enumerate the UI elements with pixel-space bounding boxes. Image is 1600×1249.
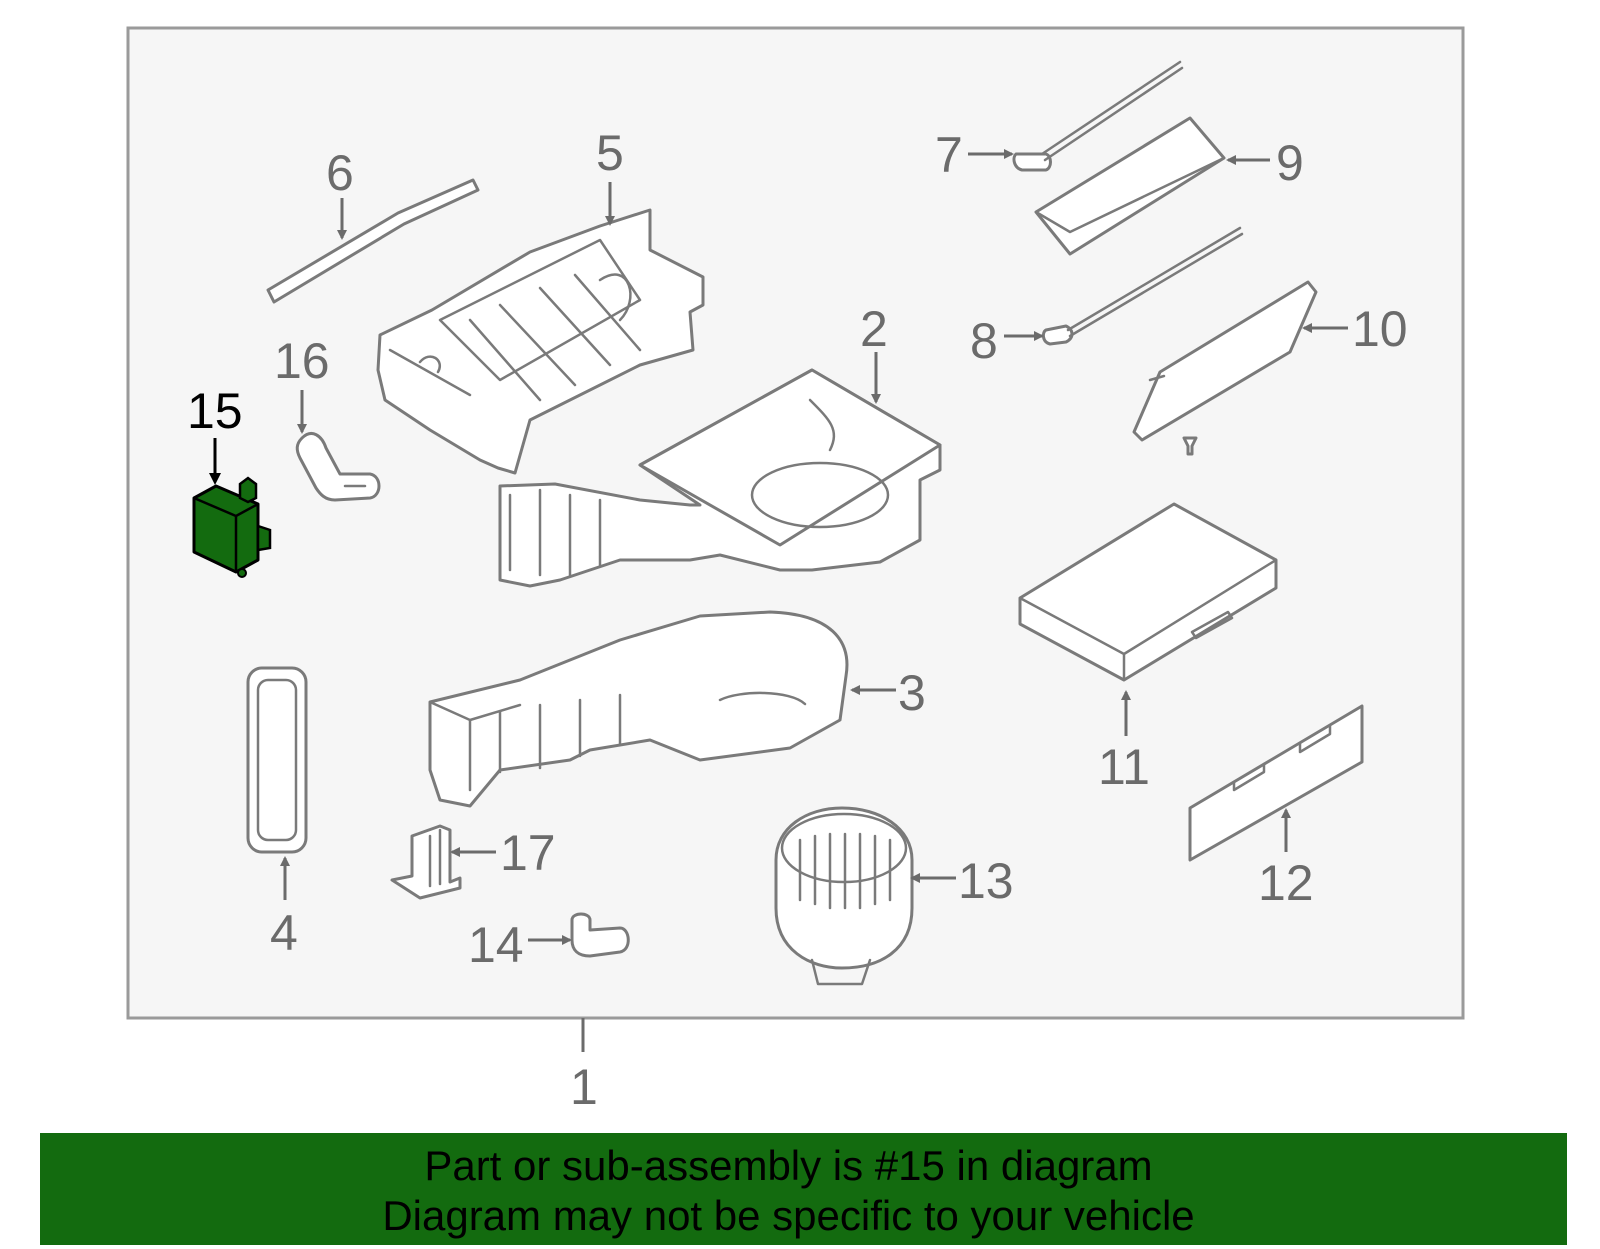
callout-17[interactable]: 17	[500, 825, 556, 881]
callout-12[interactable]: 12	[1258, 855, 1314, 911]
part-10-panel-filter[interactable]	[1132, 280, 1318, 456]
part-9-filter-strip[interactable]	[1034, 116, 1226, 256]
callout-16[interactable]: 16	[274, 333, 330, 389]
part-2-housing[interactable]	[498, 368, 942, 588]
part-8-rod[interactable]	[1041, 226, 1244, 346]
callout-7[interactable]: 7	[935, 127, 963, 183]
part-3-blower-housing[interactable]	[428, 610, 849, 808]
callout-5[interactable]: 5	[596, 125, 624, 181]
callout-9[interactable]: 9	[1276, 135, 1304, 191]
callout-11[interactable]: 11	[1098, 739, 1150, 795]
banner-line-1: Part or sub-assembly is #15 in diagram	[424, 1142, 1153, 1189]
banner-line-2: Diagram may not be specific to your vehi…	[382, 1192, 1195, 1239]
callout-1[interactable]: 1	[570, 1059, 598, 1115]
part-17-clip[interactable]	[390, 824, 462, 900]
callout-3[interactable]: 3	[898, 665, 926, 721]
part-11-cabin-filter[interactable]	[1018, 502, 1278, 682]
part-13-blower-motor[interactable]	[774, 806, 914, 986]
callout-6[interactable]: 6	[326, 145, 354, 201]
part-7-connector[interactable]	[1012, 60, 1184, 172]
part-12-cover-plate[interactable]	[1188, 704, 1364, 862]
callout-13[interactable]: 13	[958, 853, 1014, 909]
callout-14[interactable]: 14	[468, 917, 524, 973]
part-16-lever-arm[interactable]	[295, 432, 381, 502]
info-banner: Part or sub-assembly is #15 in diagram D…	[40, 1133, 1567, 1245]
part-15-actuator[interactable]	[192, 476, 272, 578]
part-6-seal-strip[interactable]	[266, 178, 480, 304]
callout-8[interactable]: 8	[970, 313, 998, 369]
callout-10[interactable]: 10	[1352, 301, 1408, 357]
part-5-upper-case[interactable]	[376, 208, 705, 475]
callout-4[interactable]: 4	[270, 905, 298, 961]
part-14-elbow-hose[interactable]	[570, 912, 630, 958]
part-4-gasket[interactable]	[246, 666, 308, 854]
callout-15[interactable]: 15	[187, 383, 243, 439]
callout-2[interactable]: 2	[860, 301, 888, 357]
